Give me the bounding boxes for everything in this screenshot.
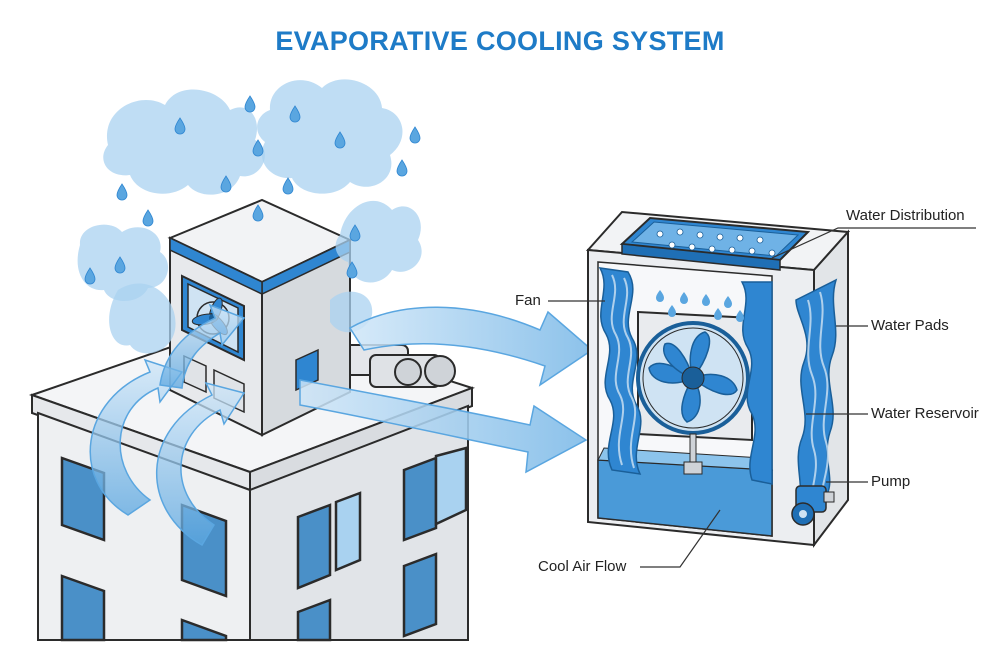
label-water-pads: Water Pads <box>871 317 949 334</box>
label-pump: Pump <box>871 473 910 490</box>
label-fan: Fan <box>515 292 541 309</box>
label-water-distribution: Water Distribution <box>846 207 965 224</box>
label-water-reservoir: Water Reservoir <box>871 405 979 422</box>
fan-icon <box>638 323 748 433</box>
label-cool-air-flow: Cool Air Flow <box>538 558 626 575</box>
cooler-unit <box>588 212 848 545</box>
